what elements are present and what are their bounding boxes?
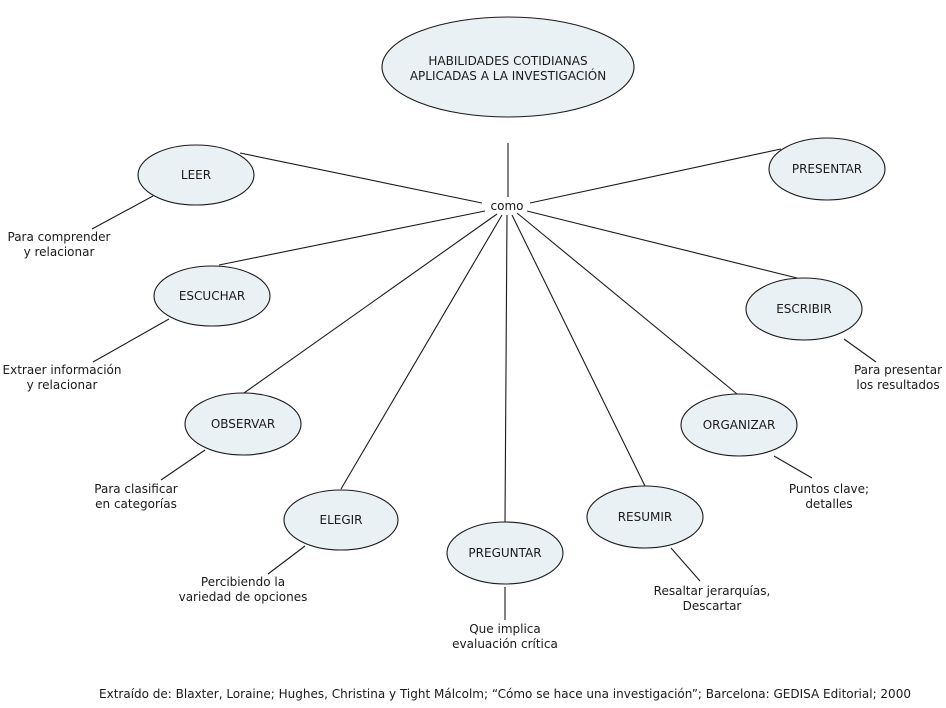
note-line: Para clasificar (94, 482, 178, 496)
node-label: PRESENTAR (792, 162, 862, 176)
node-ellipse (137, 144, 255, 206)
node-label: RESUMIR (618, 510, 673, 524)
root-label-line: HABILIDADES COTIDIANAS (428, 54, 587, 68)
note-line: los resultados (856, 378, 939, 392)
note-line: Puntos clave; (789, 482, 869, 496)
note-line: en categorías (95, 497, 177, 511)
link-presentar (529, 148, 782, 204)
note-link-escuchar (92, 318, 170, 363)
link-observar (243, 213, 498, 394)
node-presentar[interactable]: PRESENTAR (768, 137, 886, 201)
note-link-organizar (773, 455, 813, 479)
citation-text: Extraído de: Blaxter, Loraine; Hughes, C… (99, 687, 911, 701)
node-ellipse (153, 265, 271, 327)
note-link-resumir (670, 547, 701, 582)
node-ellipse (586, 485, 704, 549)
note-line: Para presentar (854, 363, 942, 377)
note-line: y relacionar (27, 378, 98, 392)
link-resumir (511, 214, 646, 487)
node-preguntar[interactable]: PREGUNTAR (446, 521, 564, 585)
node-ellipse (680, 393, 798, 457)
link-escribir (526, 210, 798, 279)
link-leer (239, 152, 483, 204)
link-organizar (516, 212, 738, 395)
root-label-line: APLICADAS A LA INVESTIGACIÓN (410, 68, 606, 83)
node-observar[interactable]: OBSERVAR (184, 392, 302, 456)
connector-label: como (491, 199, 524, 213)
note-line: Extraer información (3, 363, 122, 377)
node-ellipse (446, 521, 564, 585)
note-line: Percibiendo la (201, 575, 285, 589)
node-label: ESCUCHAR (179, 289, 245, 303)
link-elegir (340, 214, 503, 490)
note-line: Resaltar jerarquías, (654, 584, 771, 598)
node-leer[interactable]: LEER (137, 144, 255, 206)
node-ellipse (745, 277, 863, 341)
node-label: ORGANIZAR (703, 418, 776, 432)
note-link-observar (160, 449, 206, 481)
note-line: evaluación crítica (452, 637, 558, 651)
node-elegir[interactable]: ELEGIR (283, 489, 399, 551)
note-line: y relacionar (24, 245, 95, 259)
node-ellipse (283, 489, 399, 551)
node-label: ELEGIR (319, 513, 362, 527)
node-organizar[interactable]: ORGANIZAR (680, 393, 798, 457)
link-preguntar (504, 214, 508, 523)
node-label: OBSERVAR (211, 417, 275, 431)
node-ellipse (184, 392, 302, 456)
note-line: Que implica (469, 622, 541, 636)
node-label: PREGUNTAR (468, 546, 541, 560)
note-line: variedad de opciones (179, 590, 308, 604)
note-resumir: Resaltar jerarquías,Descartar (654, 584, 771, 613)
note-line: Descartar (683, 599, 742, 613)
connector-lines (91, 143, 877, 620)
note-link-escribir (843, 338, 877, 363)
note-organizar: Puntos clave;detalles (789, 482, 869, 511)
node-resumir[interactable]: RESUMIR (586, 485, 704, 549)
note-line: detalles (805, 497, 852, 511)
note-line: Para comprender (8, 230, 111, 244)
citation-footer: Extraído de: Blaxter, Loraine; Hughes, C… (0, 687, 946, 701)
note-link-elegir (267, 545, 306, 575)
root-ellipse (381, 16, 635, 118)
node-escuchar[interactable]: ESCUCHAR (153, 265, 271, 327)
node-ellipse (768, 137, 886, 201)
note-link-leer (91, 195, 154, 230)
node-label: LEER (181, 168, 211, 182)
link-escuchar (218, 210, 486, 266)
node-label: ESCRIBIR (776, 302, 832, 316)
node-escribir[interactable]: ESCRIBIR (745, 277, 863, 341)
